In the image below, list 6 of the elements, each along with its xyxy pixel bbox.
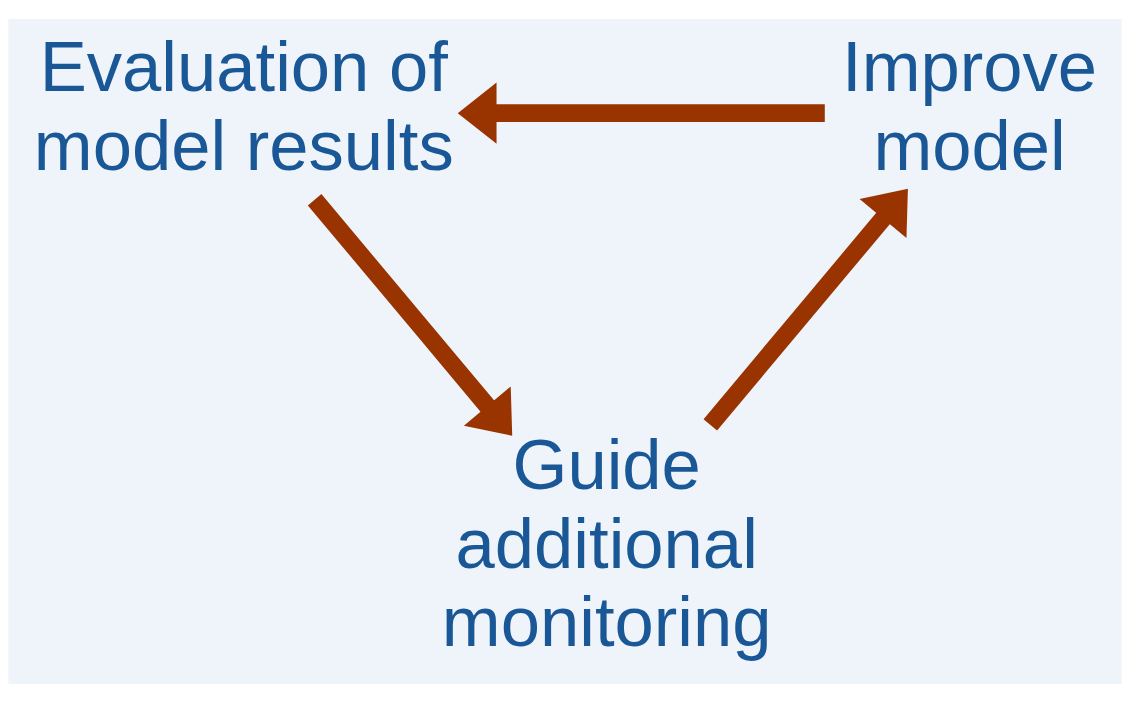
arrow [307, 194, 513, 436]
arrow [703, 188, 908, 431]
arrow [457, 82, 825, 144]
node-text: Evaluation of model results [33, 27, 454, 185]
node-text: Guide additional monitoring [441, 425, 772, 662]
node-text: Improve model [842, 27, 1098, 185]
